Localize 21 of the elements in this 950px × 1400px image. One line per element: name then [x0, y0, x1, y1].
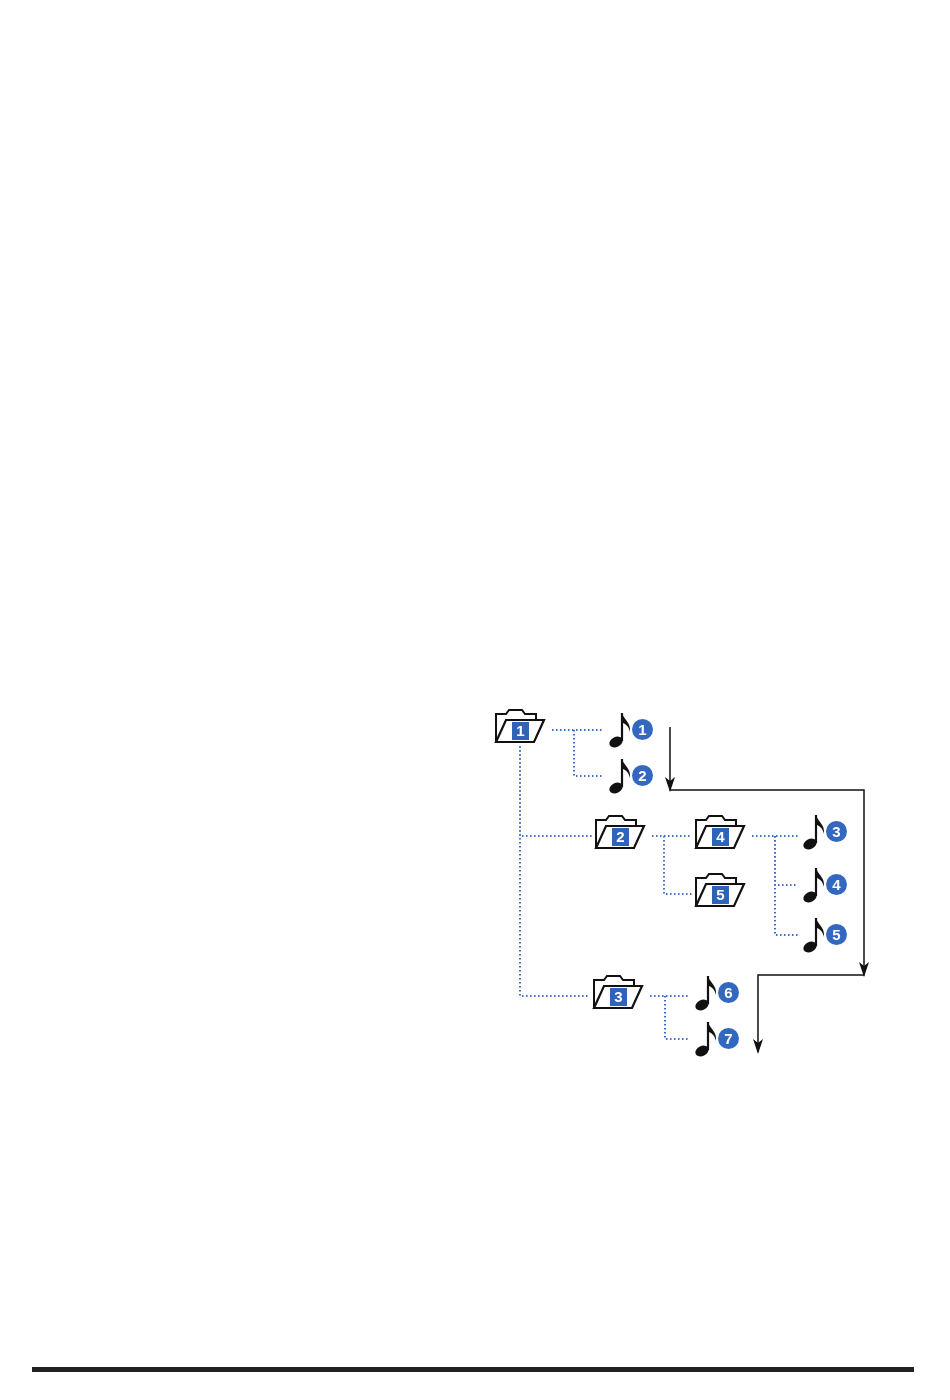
track-number: 1	[632, 719, 653, 740]
dotted-connector	[663, 835, 693, 895]
track-number: 6	[718, 982, 739, 1003]
dotted-connector	[573, 729, 605, 777]
dotted-connector	[664, 995, 691, 1040]
track-number: 5	[826, 924, 847, 945]
folder-number: 1	[512, 722, 529, 740]
dotted-connector	[751, 835, 799, 837]
track-number: 7	[718, 1028, 739, 1049]
folder-number: 5	[712, 886, 729, 904]
track-number: 3	[826, 821, 847, 842]
dotted-connector	[774, 835, 799, 936]
track-number: 4	[826, 874, 847, 895]
folder-number: 3	[610, 988, 627, 1006]
folder-number: 4	[712, 828, 729, 846]
folder-number: 2	[612, 828, 629, 846]
dotted-connector	[651, 835, 693, 837]
dotted-connector	[519, 745, 591, 997]
dotted-connector	[649, 995, 691, 997]
track-number: 2	[632, 765, 653, 786]
dotted-connector	[551, 729, 605, 731]
